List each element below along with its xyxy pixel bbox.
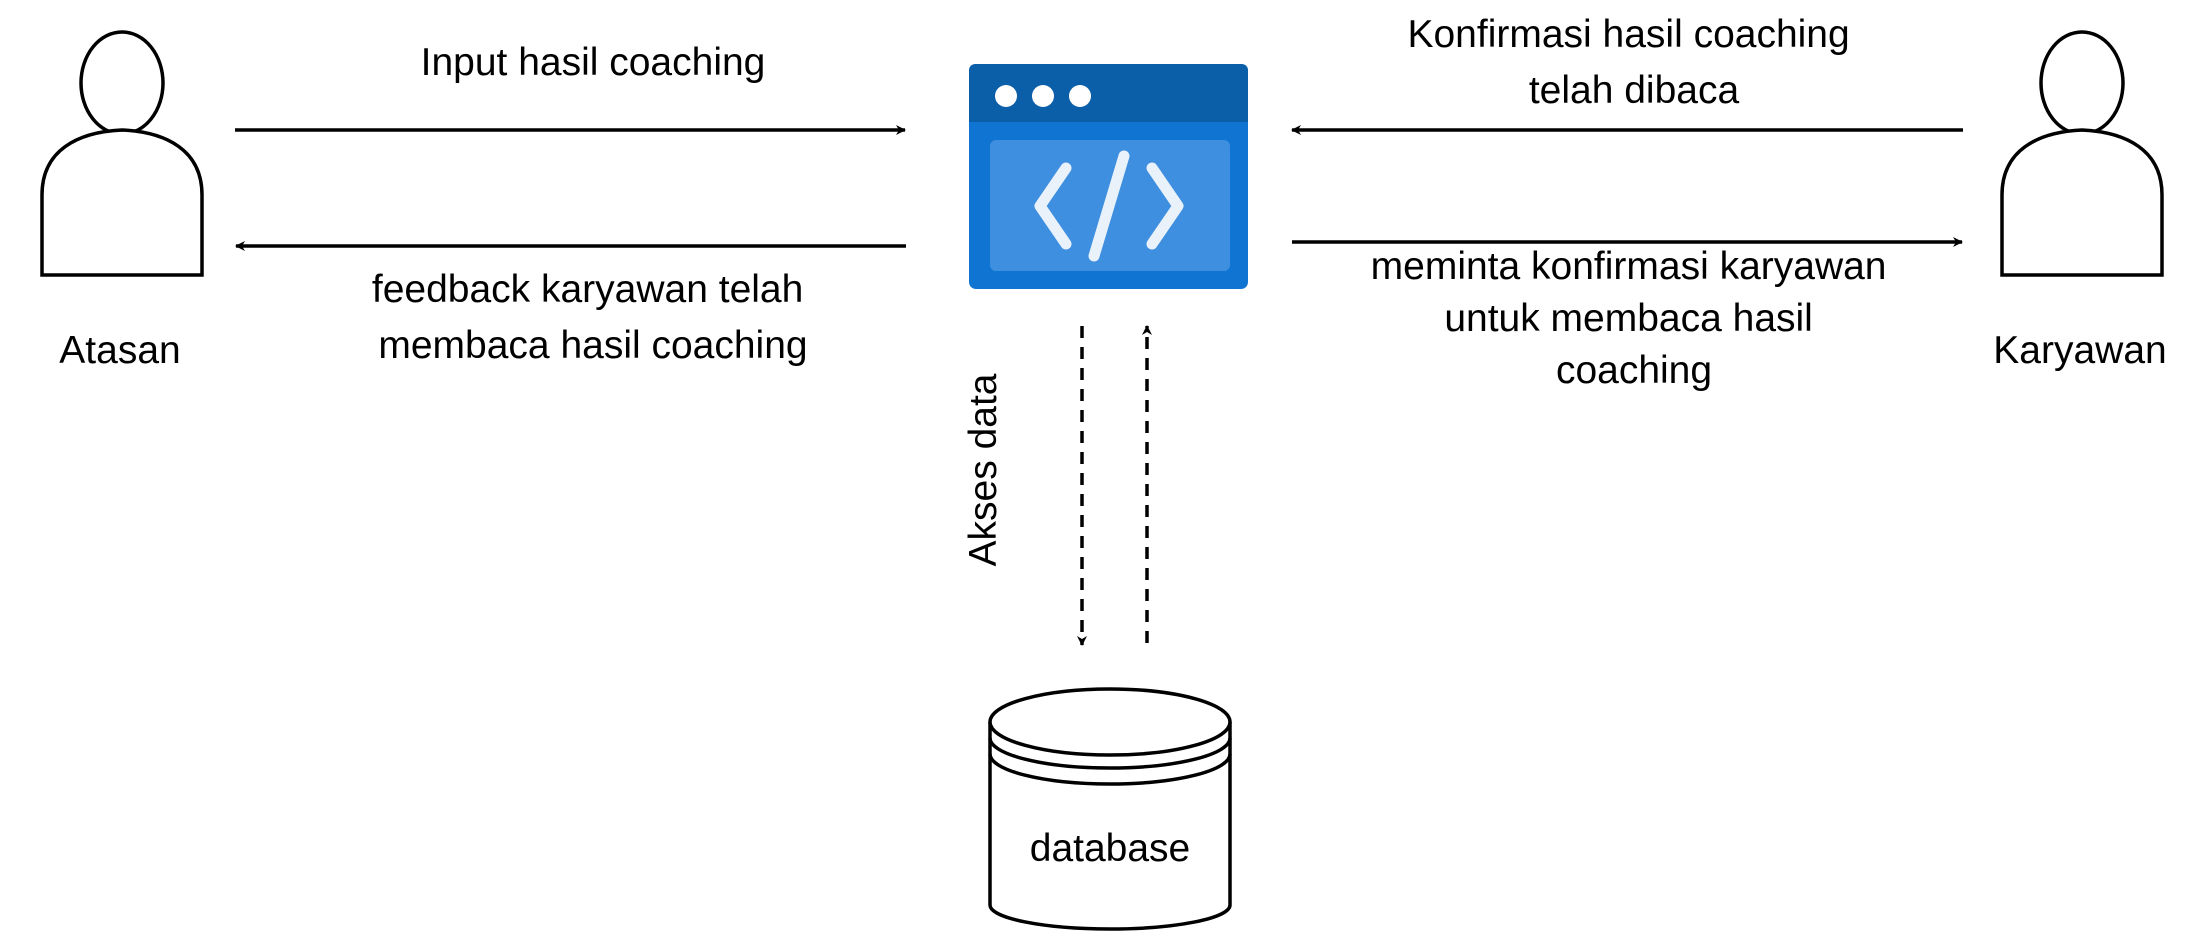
window-dot-icon bbox=[995, 85, 1017, 107]
database-node[interactable]: database bbox=[988, 687, 1232, 931]
edge-label: feedback karyawan telah membaca hasil co… bbox=[372, 268, 814, 367]
edge-input-hasil-coaching[interactable]: Input hasil coaching bbox=[235, 41, 906, 135]
edge-label: Konfirmasi hasil coaching telah dibaca bbox=[1407, 13, 1860, 112]
database-cylinder-icon bbox=[988, 687, 1232, 931]
edge-meminta-konfirmasi[interactable]: meminta konfirmasi karyawan untuk membac… bbox=[1292, 237, 1963, 392]
edge-konfirmasi-hasil[interactable]: Konfirmasi hasil coaching telah dibaca bbox=[1291, 13, 1963, 135]
application-node[interactable] bbox=[969, 64, 1248, 289]
actor-karyawan[interactable]: Karyawan bbox=[1993, 30, 2167, 372]
person-icon bbox=[2000, 30, 2164, 277]
edge-label: Akses data bbox=[962, 373, 1005, 566]
edge-label: Input hasil coaching bbox=[421, 41, 766, 84]
edge-akses-data[interactable]: Akses data bbox=[962, 325, 1152, 646]
edge-feedback-karyawan[interactable]: feedback karyawan telah membaca hasil co… bbox=[235, 241, 906, 367]
actor-atasan[interactable]: Atasan bbox=[40, 30, 204, 372]
person-icon bbox=[40, 30, 204, 277]
window-dot-icon bbox=[1069, 85, 1091, 107]
edge-label: meminta konfirmasi karyawan untuk membac… bbox=[1371, 245, 1898, 392]
actor-label-atasan: Atasan bbox=[59, 329, 180, 372]
window-dot-icon bbox=[1032, 85, 1054, 107]
actor-label-karyawan: Karyawan bbox=[1993, 329, 2166, 372]
database-label: database bbox=[1030, 827, 1190, 870]
code-brackets-icon bbox=[1034, 150, 1184, 262]
code-window-icon bbox=[969, 64, 1248, 289]
